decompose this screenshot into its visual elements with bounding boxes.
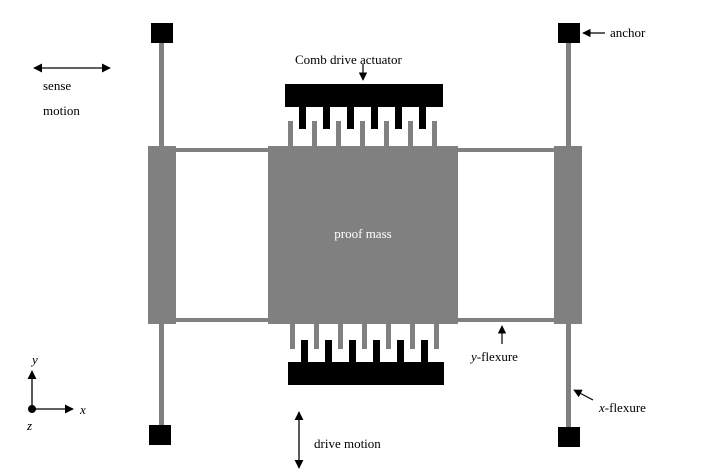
axis-y-label: y (30, 352, 38, 367)
y-flexure-top-left (176, 148, 270, 152)
comb-drive-top-bar (285, 84, 443, 107)
y-flexure-bottom-left (176, 318, 270, 322)
x-flexure-pointer-arrow (573, 389, 594, 401)
anchor-top-right (558, 23, 580, 43)
anchor-bottom-left (149, 425, 171, 445)
comb-fingers-top-fixed (299, 105, 426, 129)
proof-mass-label: proof mass (334, 226, 391, 241)
comb-fingers-top-moving (288, 121, 437, 147)
comb-fingers-bottom-fixed (301, 340, 428, 365)
anchor-label: anchor (610, 25, 646, 40)
sense-label-line2: motion (43, 103, 80, 118)
anchor-bottom-right (558, 427, 580, 447)
comb-drive-bottom-bar (288, 362, 444, 385)
axis-x-label: x (79, 402, 86, 417)
y-flexure-top-right (456, 148, 554, 152)
anchor-top-left (151, 23, 173, 43)
comb-fingers-bottom-moving (290, 323, 439, 349)
frame-left (148, 146, 176, 324)
y-flexure-label: y-flexure (469, 349, 518, 364)
proof-mass (268, 146, 458, 324)
axis-z-label: z (26, 418, 32, 433)
drive-motion-label: drive motion (314, 436, 381, 451)
y-flexure-bottom-right (456, 318, 554, 322)
frame-right (554, 146, 582, 324)
coordinate-axes (27, 370, 74, 414)
comb-drive-label: Comb drive actuator (295, 52, 403, 67)
x-flexure-label: x-flexure (598, 400, 646, 415)
sense-label-line1: sense (43, 78, 71, 93)
